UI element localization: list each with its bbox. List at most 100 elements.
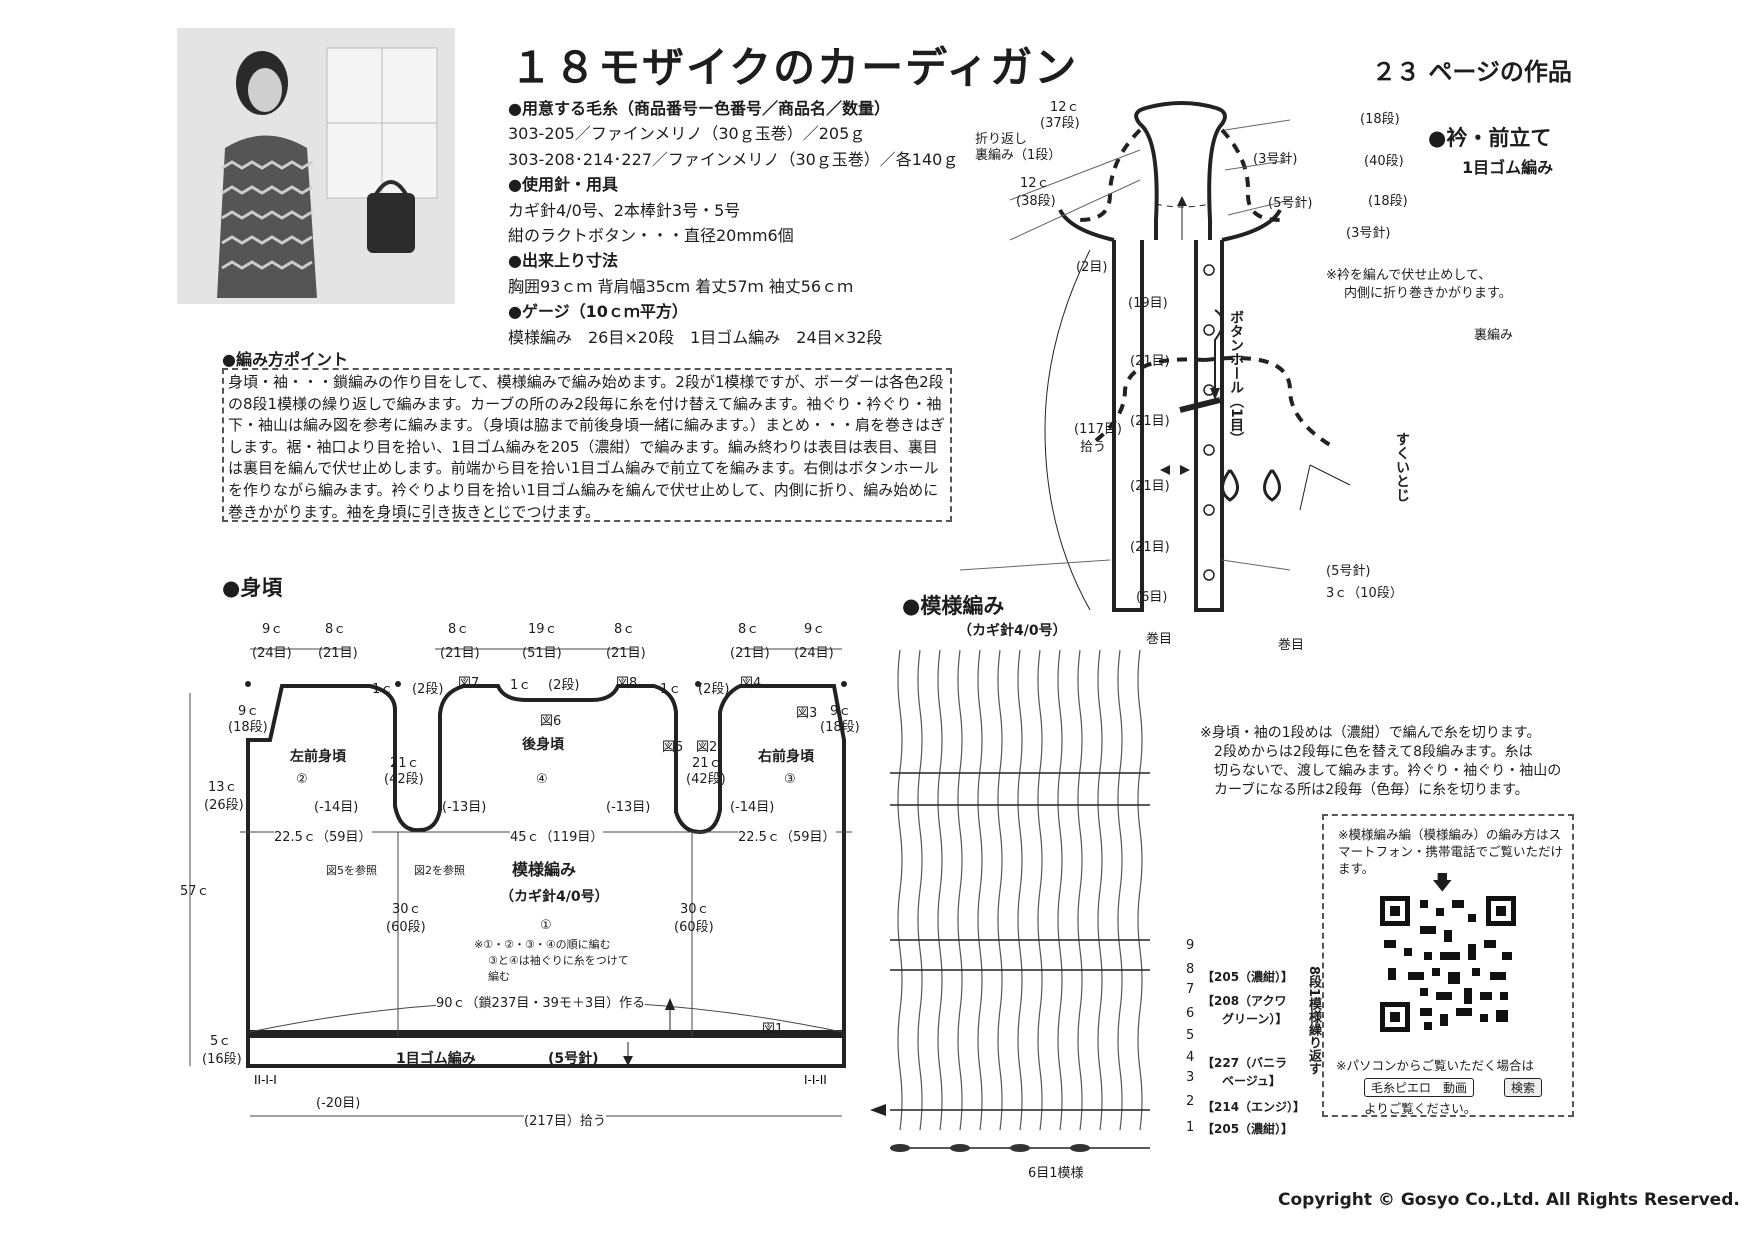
collar-label: 巻目 xyxy=(1278,638,1305,653)
color-label: 【214（エンジ）】 xyxy=(1202,1100,1306,1114)
body-note: ③と④は袖ぐりに糸をつけて xyxy=(488,954,629,967)
collar-title: ●衿・前立て xyxy=(1428,126,1552,150)
body-width: 8ｃ xyxy=(738,622,760,637)
search-keyword-box: 毛糸ピエロ 動画 xyxy=(1364,1078,1475,1097)
pattern-subtitle: （カギ針4/0号） xyxy=(958,623,1067,639)
row-number: 8 xyxy=(1186,962,1195,977)
body-width: 22.5ｃ（59目） xyxy=(738,826,836,845)
body-label: (2段) xyxy=(548,678,580,693)
collar-label: (21目) xyxy=(1130,540,1170,555)
collar-label: 裏編み xyxy=(1474,328,1514,343)
piece-number: ① xyxy=(540,918,552,933)
body-width: 9ｃ xyxy=(804,622,826,637)
body-label: 21ｃ xyxy=(390,756,420,771)
body-width: 19ｃ xyxy=(528,622,558,637)
piece-number: ③ xyxy=(784,772,796,787)
tools-line: カギ針4/0号、2本棒針3号・5号 xyxy=(508,200,741,220)
collar-label: 拾う xyxy=(1080,440,1107,455)
body-width: (21目) xyxy=(440,646,480,661)
figure-ref: 図7 xyxy=(458,676,480,691)
body-label: (18段) xyxy=(228,720,268,735)
body-label: (18段) xyxy=(820,720,860,735)
body-width: 9ｃ xyxy=(262,622,284,637)
row-number: 3 xyxy=(1186,1070,1195,1085)
repeat-label: 8段1模様繰り返す xyxy=(1306,966,1321,1076)
page-title: １８モザイクのカーディガン xyxy=(510,43,1079,92)
collar-label: 巻目 xyxy=(1146,632,1173,647)
qr-pc-note: ※パソコンからご覧いただく場合は xyxy=(1336,1058,1534,1073)
body-label: 1ｃ xyxy=(510,678,532,693)
body-label: (60段) xyxy=(674,920,714,935)
collar-label: (21目) xyxy=(1130,354,1170,369)
svg-text:I-I-II: I-I-II xyxy=(804,1073,827,1087)
piece-number: ④ xyxy=(536,772,548,787)
body-height: 57ｃ xyxy=(180,884,210,899)
body-label: (42段) xyxy=(384,772,424,787)
hook-label: （カギ針4/0号） xyxy=(500,889,609,905)
collar-label: (5号針) xyxy=(1326,564,1371,579)
figure-ref: 図2 xyxy=(696,740,718,755)
body-label: (16段) xyxy=(202,1052,242,1067)
qr-code[interactable] xyxy=(1380,896,1516,1032)
row-number: 7 xyxy=(1186,982,1195,997)
collar-label: すくいとじ xyxy=(1394,432,1410,502)
svg-text:II-I-I: II-I-I xyxy=(254,1073,277,1087)
page-reference: ２３ ページの作品 xyxy=(1372,58,1572,86)
tools-heading: ●使用針・用具 xyxy=(508,175,618,195)
body-label: (-20目) xyxy=(316,1096,361,1111)
body-width: 22.5ｃ（59目） xyxy=(274,826,372,845)
row-number: 2 xyxy=(1186,1094,1195,1109)
note-line: ※身頃・袖の1段めは（濃紺）で編んで糸を切ります。 xyxy=(1200,725,1541,741)
size-line: 胸囲93ｃｍ 背肩幅35cm 着丈57ｍ 袖丈56ｃｍ xyxy=(508,276,854,296)
body-label: (-14目) xyxy=(730,800,775,815)
note-line: 2段めからは2段毎に色を替えて8段編みます。糸は xyxy=(1214,744,1533,760)
gauge-heading: ●ゲージ（10ｃｍ平方） xyxy=(508,302,688,322)
pattern-label: 模様編み xyxy=(512,860,577,879)
piece-name: 右前身頃 xyxy=(758,749,814,765)
body-width: 90ｃ（鎖237目・39モ＋3目）作る xyxy=(436,992,646,1011)
body-width: (24目) xyxy=(252,646,292,661)
piece-name: 後身頃 xyxy=(522,737,564,753)
buttonhole-label: ボタンホール（1目） xyxy=(1228,310,1244,446)
body-label: (2段) xyxy=(698,682,730,697)
points-title: ●編み方ポイント xyxy=(222,350,348,369)
body-width: (217目）拾う xyxy=(524,1110,606,1129)
row-number: 5 xyxy=(1186,1028,1195,1043)
body-width: 8ｃ xyxy=(325,622,347,637)
row-number: 9 xyxy=(1186,938,1195,953)
body-width: (51目) xyxy=(522,646,562,661)
pattern-title: ●模様編み xyxy=(902,594,1005,618)
color-note: ※身頃・袖の1段めは（濃紺）で編んで糸を切ります。 2段めからは2段毎に色を替え… xyxy=(1200,724,1561,800)
gauge-line: 模様編み 26目×20段 1目ゴム編み 24目×32段 xyxy=(508,327,883,347)
body-label: 9ｃ xyxy=(238,704,260,719)
model-photo xyxy=(177,28,455,304)
collar-label: (3号針) xyxy=(1253,152,1298,167)
collar-label: (37段) xyxy=(1040,116,1080,131)
collar-label: 折り返し xyxy=(975,132,1028,147)
body-label: (42段) xyxy=(686,772,726,787)
search-button[interactable]: 検索 xyxy=(1504,1078,1543,1097)
body-label: 1ｃ xyxy=(372,682,394,697)
collar-label: 12ｃ xyxy=(1050,100,1080,115)
body-title: ●身頃 xyxy=(222,576,283,600)
collar-label: (6目) xyxy=(1136,590,1168,605)
collar-diagram xyxy=(960,101,1351,612)
body-label: 1ｃ xyxy=(660,682,682,697)
body-label: 5ｃ xyxy=(210,1034,232,1049)
figure-ref: 図8 xyxy=(616,676,638,691)
rib-needle: (5号針) xyxy=(548,1051,599,1067)
tools-line: 紺のラクトボタン・・・直径20mm6個 xyxy=(508,226,794,246)
body-width: (21目) xyxy=(730,646,770,661)
collar-label: 12ｃ xyxy=(1020,176,1050,191)
body-width: 45ｃ（119目） xyxy=(510,826,604,845)
collar-label: (2目) xyxy=(1076,260,1108,275)
body-label: 30ｃ xyxy=(392,902,422,917)
piece-name: 左前身頃 xyxy=(290,749,346,765)
body-width: (21目) xyxy=(606,646,646,661)
points-body: 身頃・袖・・・鎖編みの作り目をして、模様編みで編み始めます。2段が1模様ですが、… xyxy=(222,368,952,522)
body-label: 21ｃ xyxy=(692,756,722,771)
note-line: 切らないで、渡して編みます。衿ぐり・袖ぐり・袖山の xyxy=(1214,763,1562,779)
figure-ref: 図3 xyxy=(796,706,818,721)
body-label: (26段) xyxy=(204,798,244,813)
body-note: ※①・②・③・④の順に編む xyxy=(474,938,611,951)
